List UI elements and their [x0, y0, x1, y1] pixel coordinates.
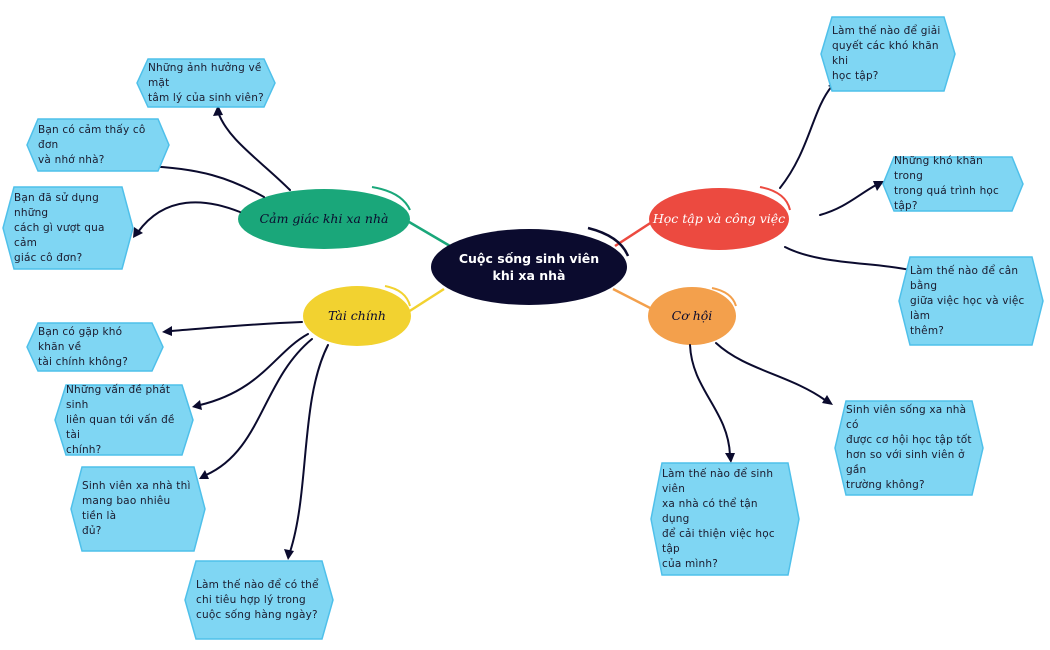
hexagon-fill [70, 466, 206, 552]
hexagon-shape [184, 560, 334, 640]
branch-node-co-hoi[interactable] [648, 287, 736, 345]
question-text: Những ảnh hưởng về mặt tâm lý của sinh v… [148, 61, 264, 104]
question-node-improve-learning[interactable]: Làm thế nào để sinh viên xa nhà có thể t… [650, 462, 800, 576]
question-node-reasonable-spending[interactable]: Làm thế nào để có thể chi tiêu hợp lý tr… [184, 560, 334, 640]
arrow-to-q5 [819, 184, 877, 216]
hexagon-shape [898, 256, 1044, 346]
branch-label-tai-chinh: Tài chính [328, 308, 386, 323]
question-node-loneliness[interactable]: Bạn có cảm thấy cô đơn và nhớ nhà? [26, 118, 170, 172]
arrowhead-icon [133, 227, 143, 238]
arrowhead-icon [822, 395, 833, 405]
arrow-to-q2 [143, 165, 265, 198]
question-text: Làm thế nào để giải quyết các khó khăn k… [832, 25, 941, 82]
arrow-to-q7 [169, 321, 303, 332]
question-node-work-study-balance[interactable]: Làm thế nào để cân bằng giữa việc học và… [898, 256, 1044, 346]
question-node-overcome-loneliness[interactable]: Bạn đã sử dụng những cách gì vượt qua cả… [2, 186, 134, 270]
question-text: Sinh viên sống xa nhà có được cơ hội học… [846, 404, 972, 491]
sketch-stroke-decoration [759, 186, 791, 211]
hexagon-fill [26, 322, 164, 372]
question-node-psychology[interactable]: Những ảnh hưởng về mặt tâm lý của sinh v… [136, 58, 276, 108]
hexagon-fill [820, 16, 956, 92]
hexagon-shape [136, 58, 276, 108]
question-text: Bạn có gặp khó khăn về tài chính không? [38, 325, 129, 368]
hexagon-shape [70, 466, 206, 552]
arrow-to-q4 [779, 85, 833, 189]
sketch-stroke-decoration [384, 285, 411, 307]
arrowhead-icon [162, 326, 172, 336]
hexagon-shape [26, 118, 170, 172]
hexagon-fill [834, 400, 984, 496]
hexagon-fill [54, 384, 194, 456]
branch-label-hoc-tap: Học tập và công việc [652, 211, 786, 226]
question-node-financial-difficulty[interactable]: Bạn có gặp khó khăn về tài chính không? [26, 322, 164, 372]
connector-hoc-tap [614, 218, 656, 248]
question-node-study-difficulties-solution[interactable]: Làm thế nào để giải quyết các khó khăn k… [820, 16, 956, 92]
arrow-to-q12 [715, 342, 826, 401]
central-topic-label: Cuộc sống sinh viên khi xa nhà [458, 251, 600, 283]
arrow-to-q6 [784, 246, 911, 271]
hexagon-shape [2, 186, 134, 270]
arrowhead-icon [873, 181, 884, 191]
arrowhead-icon [199, 470, 209, 479]
branch-label-cam-giac: Cảm giác khi xa nhà [259, 211, 389, 226]
sketch-stroke-decoration [587, 226, 630, 257]
hexagon-shape [26, 322, 164, 372]
arrow-to-q3 [137, 201, 241, 233]
sketch-stroke-decoration [371, 186, 411, 211]
arrowhead-icon [284, 549, 294, 560]
connector-tai-chinh [404, 287, 445, 316]
hexagon-shape [820, 16, 956, 92]
arrow-to-q9 [205, 338, 313, 476]
question-node-financial-issues[interactable]: Những vấn đề phát sinh liên quan tới vấn… [54, 384, 194, 456]
arrowhead-icon [725, 453, 735, 463]
arrow-to-q8 [199, 333, 309, 406]
hexagon-shape [882, 156, 1024, 212]
hexagon-fill [136, 58, 276, 108]
branch-label-co-hoi: Cơ hội [671, 308, 713, 323]
arrow-to-q10 [289, 344, 329, 553]
hexagon-fill [882, 156, 1024, 212]
branch-node-tai-chinh[interactable] [303, 286, 411, 346]
connector-cam-giac [403, 217, 451, 248]
question-text: Sinh viên xa nhà thì mang bao nhiêu tiền… [82, 480, 191, 537]
hexagon-fill [898, 256, 1044, 346]
central-topic-node[interactable] [431, 229, 627, 305]
question-node-better-opportunity[interactable]: Sinh viên sống xa nhà có được cơ hội học… [834, 400, 984, 496]
hexagon-shape [834, 400, 984, 496]
hexagon-fill [26, 118, 170, 172]
sketch-stroke-decoration [711, 287, 737, 307]
arrow-to-q1 [217, 111, 291, 191]
question-text: Bạn đã sử dụng những cách gì vượt qua cả… [14, 191, 105, 264]
question-text: Những vấn đề phát sinh liên quan tới vấn… [66, 383, 175, 456]
hexagon-shape [650, 462, 800, 576]
question-text: Những khó khăn trong trong quá trình học… [894, 155, 1000, 212]
branch-node-hoc-tap[interactable] [649, 188, 789, 250]
branch-node-cam-giac[interactable] [238, 189, 410, 249]
hexagon-fill [2, 186, 134, 270]
question-text: Làm thế nào để sinh viên xa nhà có thể t… [662, 467, 775, 570]
arrowhead-icon [192, 400, 202, 410]
question-text: Làm thế nào để cân bằng giữa việc học và… [910, 264, 1025, 337]
question-node-money-amount[interactable]: Sinh viên xa nhà thì mang bao nhiêu tiền… [70, 466, 206, 552]
hexagon-shape [54, 384, 194, 456]
hexagon-fill [650, 462, 800, 576]
question-text: Làm thế nào để có thể chi tiêu hợp lý tr… [196, 578, 319, 621]
question-node-study-difficulties[interactable]: Những khó khăn trong trong quá trình học… [882, 155, 1024, 212]
connector-co-hoi [612, 287, 655, 312]
arrow-to-q11 [689, 344, 731, 456]
arrowhead-icon [213, 105, 223, 116]
hexagon-fill [184, 560, 334, 640]
question-text: Bạn có cảm thấy cô đơn và nhớ nhà? [38, 123, 146, 166]
